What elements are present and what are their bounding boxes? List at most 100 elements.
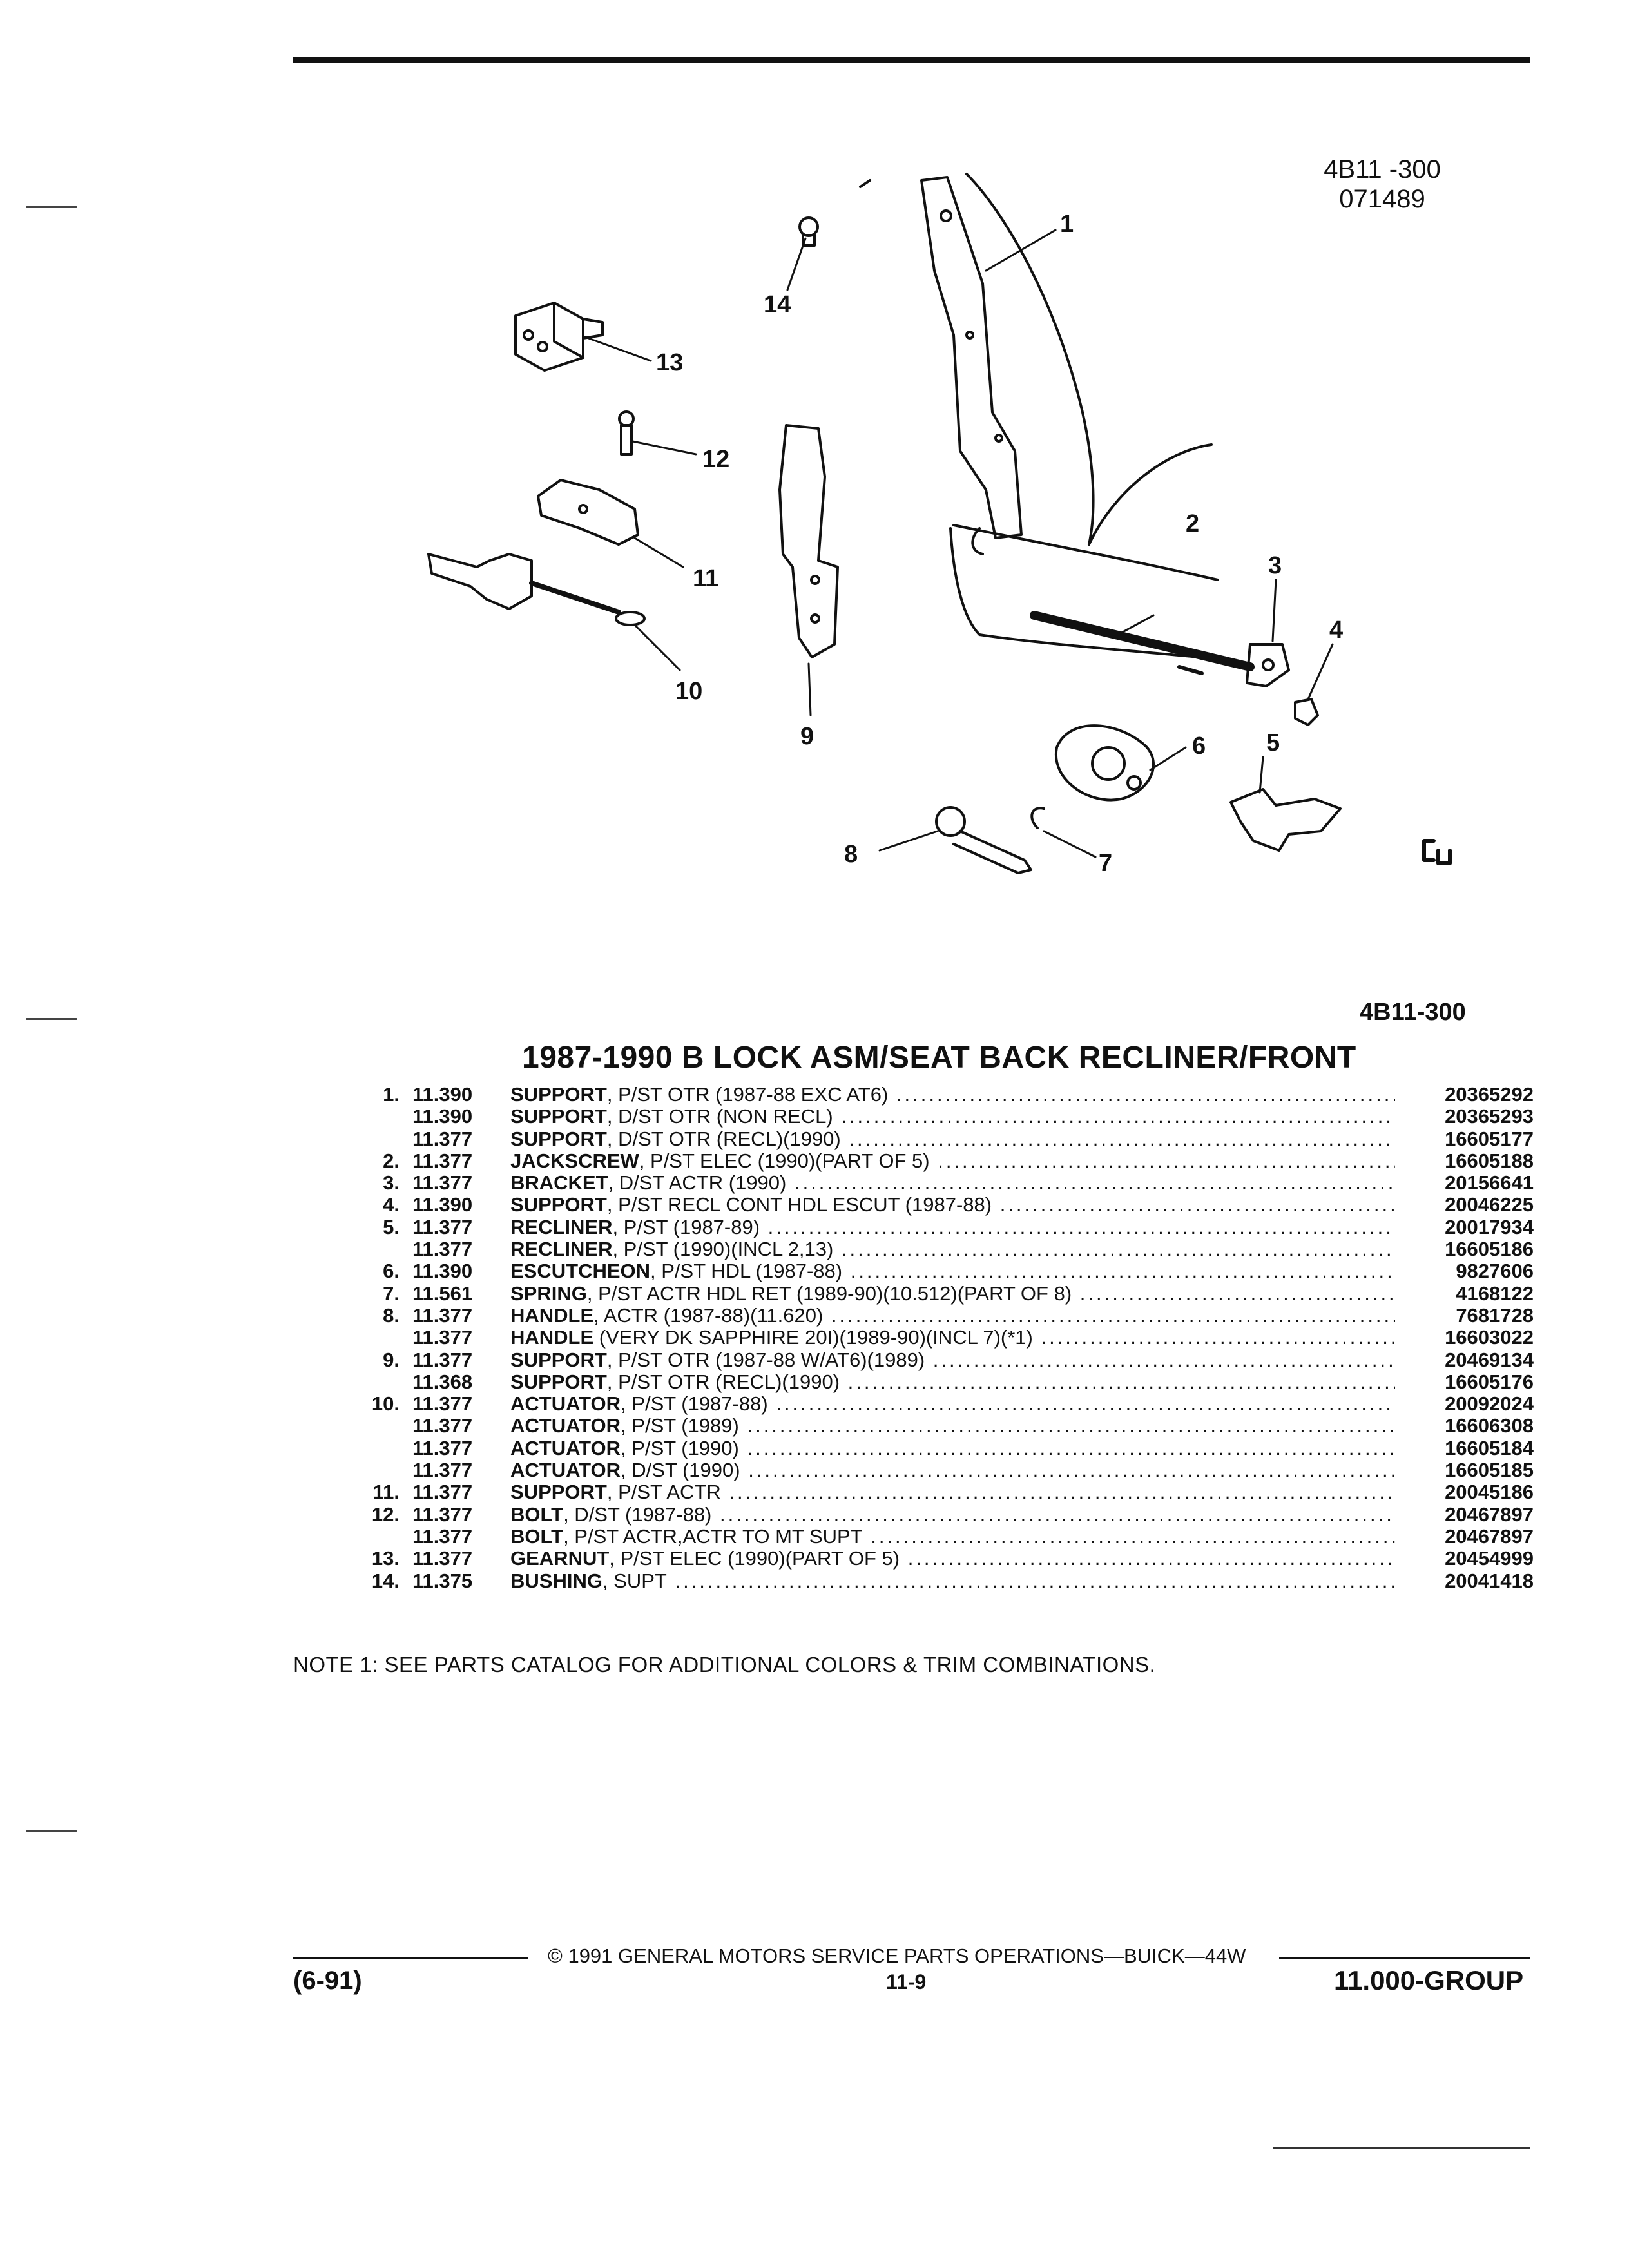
callout-5: 5 <box>1266 729 1280 756</box>
figure-code-bottom: 4B11-300 <box>1360 999 1466 1026</box>
part-group: 11.377 <box>412 1171 473 1195</box>
part-name: BOLT <box>510 1525 564 1548</box>
part-number: 20454999 <box>1445 1547 1534 1570</box>
part-detail: , P/ST (1989) <box>621 1415 739 1437</box>
footnote: NOTE 1: SEE PARTS CATALOG FOR ADDITIONAL… <box>293 1653 1156 1677</box>
leader-dots: ........................................… <box>896 1084 1395 1106</box>
figure-code-line1: 4B11 -300 <box>1324 155 1441 184</box>
part-name: ACTUATOR <box>510 1415 621 1437</box>
part-description: SUPPORT, P/ST OTR (RECL)(1990) .........… <box>510 1371 1395 1393</box>
part-index: 1. <box>383 1083 400 1106</box>
part-group: 11.375 <box>412 1569 473 1592</box>
part-detail: , P/ST ACTR HDL RET (1989-90)(10.512)(PA… <box>586 1282 1072 1305</box>
part-name: SPRING <box>510 1282 587 1305</box>
callout-10: 10 <box>675 678 702 705</box>
part-row: 11.377 RECLINER, P/ST (1990)(INCL 2,13) .… <box>335 1238 1534 1260</box>
callout-4: 4 <box>1329 617 1343 644</box>
part-detail: , P/ST OTR (1987-88 W/AT6)(1989) <box>606 1349 925 1371</box>
part-description: RECLINER, P/ST (1987-89) ...............… <box>510 1216 1395 1238</box>
callout-11: 11 <box>693 565 718 592</box>
bottom-rule <box>1273 2147 1530 2149</box>
part-detail: , P/ST (1990) <box>621 1437 739 1459</box>
part-detail: , D/ST (1987-88) <box>563 1503 712 1526</box>
leader-dots: ........................................… <box>850 1260 1395 1283</box>
leader-dots: ........................................… <box>794 1172 1395 1195</box>
part-description: SUPPORT, P/ST OTR (1987-88 W/AT6)(1989) … <box>510 1349 1395 1371</box>
part-group: 11.377 <box>412 1503 473 1526</box>
part-index: 6. <box>383 1260 400 1283</box>
leader-dots: ........................................… <box>849 1128 1395 1150</box>
part-number: 20046225 <box>1445 1193 1534 1216</box>
part-name: SUPPORT <box>510 1481 607 1504</box>
part-description: ACTUATOR, D/ST (1990) ..................… <box>510 1459 1395 1481</box>
part-group: 11.377 <box>412 1348 473 1371</box>
callout-2: 2 <box>1186 510 1199 537</box>
leader-dots: ........................................… <box>999 1194 1395 1216</box>
part-detail: , P/ST ACTR,ACTR TO MT SUPT <box>563 1525 863 1548</box>
part-group: 11.377 <box>412 1524 473 1548</box>
part-group: 11.390 <box>412 1260 473 1283</box>
part-index: 7. <box>383 1282 400 1305</box>
part-name: SUPPORT <box>510 1349 607 1371</box>
part-name: SUPPORT <box>510 1084 607 1106</box>
leader-dots: ........................................… <box>729 1481 1395 1504</box>
margin-mark <box>26 206 77 208</box>
leader-dots: ........................................… <box>841 1106 1395 1128</box>
part-group: 11.377 <box>412 1547 473 1570</box>
part-description: SUPPORT, D/ST OTR (RECL)(1990) .........… <box>510 1128 1395 1150</box>
margin-mark <box>26 1018 77 1020</box>
part-description: SUPPORT, D/ST OTR (NON RECL) ...........… <box>510 1106 1395 1128</box>
part-detail: (VERY DK SAPPHIRE 20I)(1989-90)(INCL 7)(… <box>593 1327 1033 1349</box>
part-number: 20467897 <box>1445 1503 1534 1526</box>
part-description: BRACKET, D/ST ACTR (1990) ..............… <box>510 1172 1395 1194</box>
part-description: ACTUATOR, P/ST (1990) ..................… <box>510 1437 1395 1459</box>
leader-dots: ........................................… <box>907 1548 1395 1570</box>
part-description: ESCUTCHEON, P/ST HDL (1987-88) .........… <box>510 1260 1395 1282</box>
part-description: RECLINER, P/ST (1990)(INCL 2,13) .......… <box>510 1238 1395 1260</box>
part-name: JACKSCREW <box>510 1149 639 1172</box>
section-title: 1987-1990 B LOCK ASM/SEAT BACK RECLINER/… <box>522 1041 1356 1075</box>
part-number: 20365293 <box>1445 1105 1534 1128</box>
leader-dots: ........................................… <box>841 1238 1395 1261</box>
part-name: SUPPORT <box>510 1128 607 1150</box>
callout-14: 14 <box>764 291 791 318</box>
part-name: ACTUATOR <box>510 1459 621 1482</box>
leader-dots: ........................................… <box>747 1415 1395 1437</box>
part-name: ESCUTCHEON <box>510 1260 651 1283</box>
part-group: 11.377 <box>412 1149 473 1172</box>
part-index: 12. <box>371 1503 400 1526</box>
figure-code-top: 4B11 -300 071489 <box>1318 155 1447 214</box>
leader-dots: ........................................… <box>747 1437 1395 1459</box>
leader-dots: ........................................… <box>767 1216 1395 1238</box>
part-description: BOLT, P/ST ACTR,ACTR TO MT SUPT ........… <box>510 1526 1395 1548</box>
leader-dots: ........................................… <box>932 1349 1395 1371</box>
part-index: 8. <box>383 1303 400 1327</box>
part-detail: , P/ST RECL CONT HDL ESCUT (1987-88) <box>606 1194 992 1216</box>
part-detail: , P/ST OTR (1987-88 EXC AT6) <box>606 1084 889 1106</box>
part-group: 11.377 <box>412 1238 473 1261</box>
callout-7: 7 <box>1099 850 1112 877</box>
part-detail: , P/ST (1990)(INCL 2,13) <box>612 1238 834 1261</box>
part-group: 11.377 <box>412 1326 473 1349</box>
footer-rule-right <box>1279 1957 1530 1959</box>
leader-dots: ........................................… <box>847 1370 1395 1393</box>
page-number: 11-9 <box>886 1970 927 1994</box>
part-index: 10. <box>371 1392 400 1416</box>
part-description: ACTUATOR, P/ST (1989) ..................… <box>510 1415 1395 1437</box>
part-description: SUPPORT, P/ST ACTR .....................… <box>510 1481 1395 1503</box>
top-rule <box>293 57 1530 63</box>
exploded-parts-illustration: 1 2 3 4 5 6 7 8 9 10 11 12 13 14 <box>427 173 1452 877</box>
part-name: GEARNUT <box>510 1548 610 1570</box>
